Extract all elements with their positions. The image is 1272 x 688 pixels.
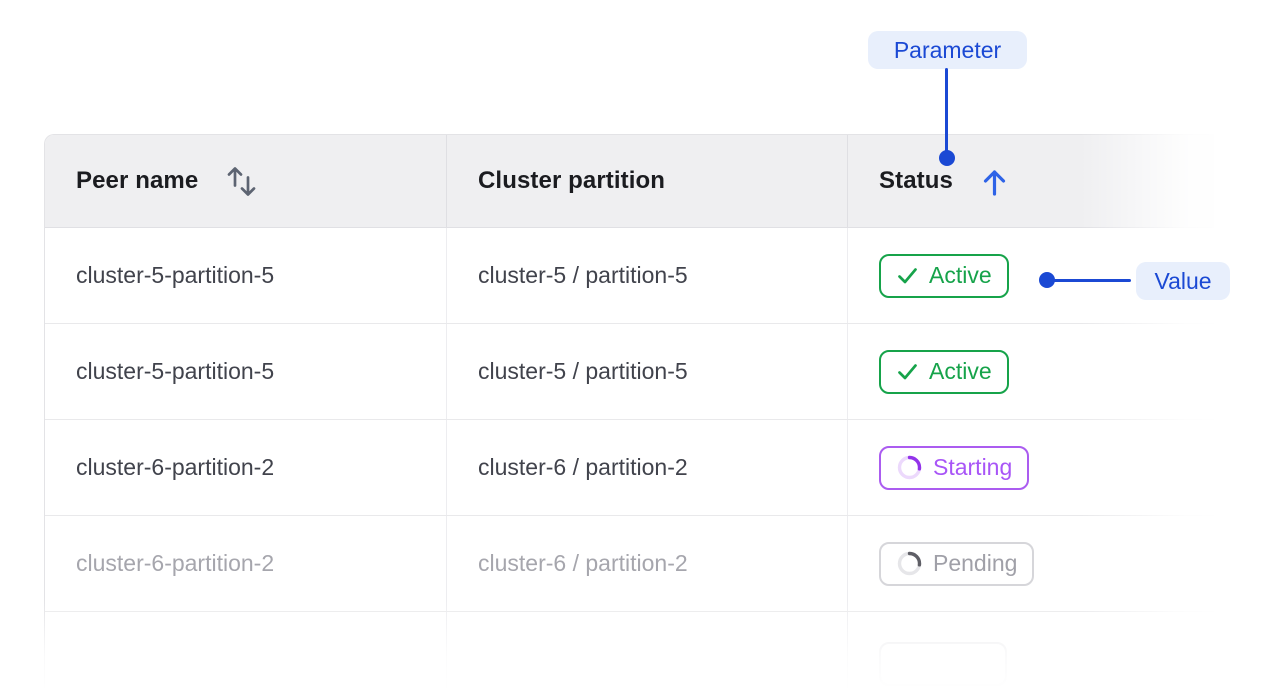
cell-cluster-partition: cluster-6 / partition-2 bbox=[447, 420, 848, 515]
table-row: cluster-6-partition-2 cluster-6 / partit… bbox=[45, 516, 1214, 612]
cell-cluster-partition: cluster-5 / partition-5 bbox=[447, 228, 848, 323]
value-annotation-label: Value bbox=[1136, 262, 1230, 300]
table-header-row: Peer name Cluster partition Status bbox=[45, 135, 1214, 228]
cell-status: Starting bbox=[848, 420, 1214, 515]
column-header-cluster-partition[interactable]: Cluster partition bbox=[447, 135, 848, 227]
status-badge-pending: Pending bbox=[879, 541, 1035, 586]
arrow-up-icon bbox=[983, 169, 1006, 196]
table-row: cluster-6-partition-2 cluster-6 / partit… bbox=[45, 420, 1214, 516]
column-header-peer-name[interactable]: Peer name bbox=[45, 135, 447, 227]
table-row: cluster-5-partition-5 cluster-5 / partit… bbox=[45, 324, 1214, 420]
cell-status: Active bbox=[848, 228, 1214, 323]
peer-name-text: cluster-5-partition-5 bbox=[76, 262, 275, 288]
table-row: cluster-5-partition-5 cluster-5 / partit… bbox=[45, 228, 1214, 324]
status-text: Active bbox=[929, 358, 992, 384]
column-label-status: Status bbox=[879, 167, 953, 194]
value-callout-line bbox=[1047, 279, 1131, 282]
status-badge-active: Active bbox=[879, 349, 1009, 394]
status-badge-cutoff bbox=[879, 642, 1007, 686]
cell-peer-name: cluster-5-partition-5 bbox=[45, 228, 447, 323]
cell-status bbox=[848, 612, 1214, 688]
check-icon bbox=[898, 364, 917, 380]
column-header-status[interactable]: Status bbox=[848, 135, 1214, 227]
cell-peer-name bbox=[45, 612, 447, 688]
cell-peer-name: cluster-6-partition-2 bbox=[45, 516, 447, 611]
parameter-callout-line bbox=[945, 68, 948, 152]
cell-cluster-partition: cluster-6 / partition-2 bbox=[447, 516, 848, 611]
cluster-partition-text: cluster-6 / partition-2 bbox=[478, 550, 688, 576]
peer-name-text: cluster-5-partition-5 bbox=[76, 358, 275, 384]
arrows-up-down-icon bbox=[227, 166, 256, 196]
table-row-partial bbox=[45, 612, 1214, 688]
cell-peer-name: cluster-5-partition-5 bbox=[45, 324, 447, 419]
parameter-annotation-label: Parameter bbox=[868, 31, 1027, 69]
status-text: Starting bbox=[933, 454, 1013, 480]
spinner-icon bbox=[897, 551, 922, 576]
status-text: Pending bbox=[933, 550, 1018, 576]
cell-status: Active bbox=[848, 324, 1214, 419]
parameter-callout-dot bbox=[939, 150, 955, 166]
peers-table: Peer name Cluster partition Status clust… bbox=[44, 134, 1214, 688]
status-text: Active bbox=[929, 262, 992, 288]
cell-peer-name: cluster-6-partition-2 bbox=[45, 420, 447, 515]
spinner-icon bbox=[897, 455, 922, 480]
column-label-peer-name: Peer name bbox=[76, 167, 199, 194]
status-badge-active: Active bbox=[879, 253, 1009, 298]
cell-status: Pending bbox=[848, 516, 1214, 611]
column-label-cluster-partition: Cluster partition bbox=[478, 167, 666, 194]
cell-cluster-partition: cluster-5 / partition-5 bbox=[447, 324, 848, 419]
cluster-partition-text: cluster-5 / partition-5 bbox=[478, 262, 688, 288]
cluster-partition-text: cluster-6 / partition-2 bbox=[478, 454, 688, 480]
check-icon bbox=[898, 268, 917, 284]
status-badge-starting: Starting bbox=[879, 445, 1030, 490]
cluster-partition-text: cluster-5 / partition-5 bbox=[478, 358, 688, 384]
peer-name-text: cluster-6-partition-2 bbox=[76, 454, 275, 480]
cell-cluster-partition bbox=[447, 612, 848, 688]
peer-name-text: cluster-6-partition-2 bbox=[76, 550, 275, 576]
